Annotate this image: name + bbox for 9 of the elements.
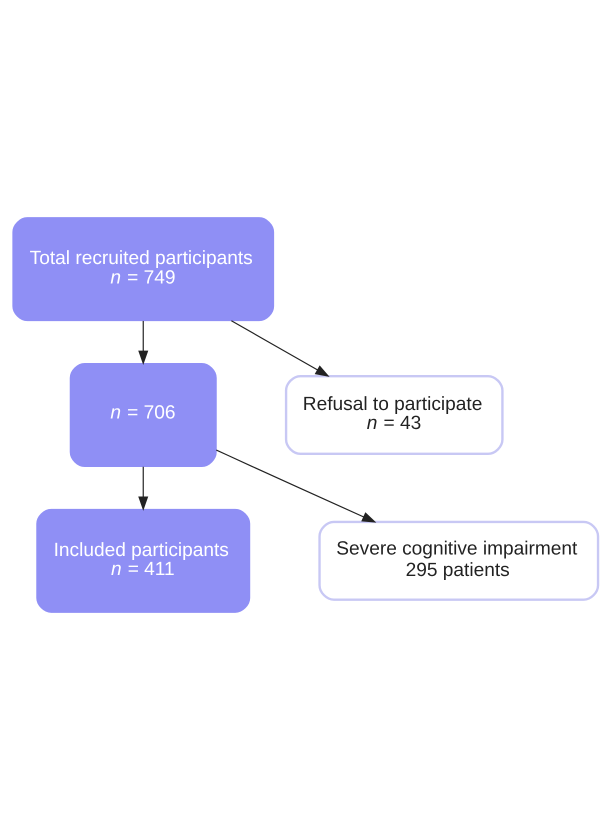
node-box: Severe cognitive impairment 295 patients (318, 520, 600, 600)
arrow (231, 320, 330, 376)
arrow (138, 466, 148, 510)
node-box: Refusal to participate n = 43 (284, 374, 504, 455)
node-box: Total recruited participants n = 749 (12, 216, 274, 321)
arrow (138, 320, 148, 365)
arrow (216, 449, 376, 522)
node-box: n = 706 (70, 362, 217, 466)
node-box: Included participants n = 411 (36, 508, 250, 612)
